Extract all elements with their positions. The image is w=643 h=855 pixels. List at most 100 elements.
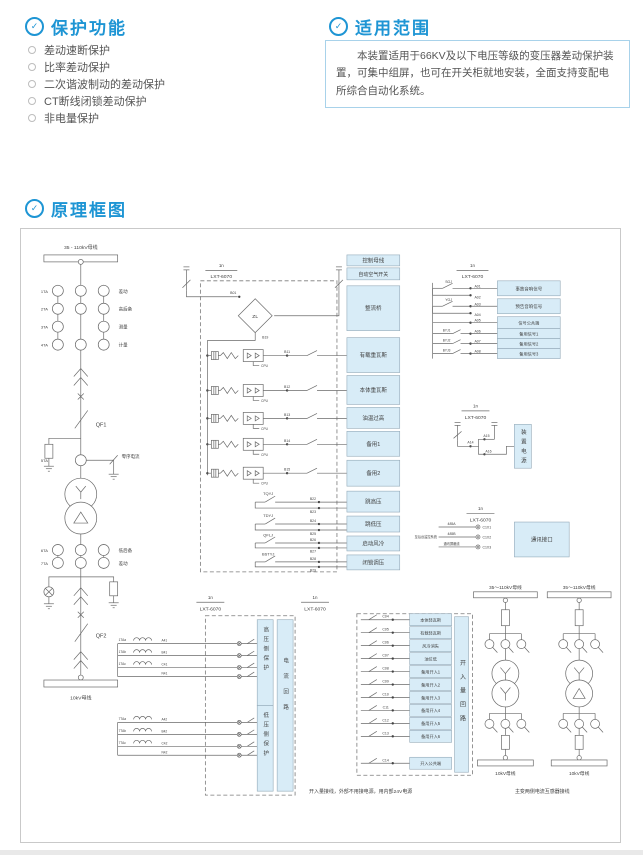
panel-label: 信号公共端 [518, 319, 539, 325]
drawout-arrows-icon [73, 651, 89, 669]
cpu-label: CPU [261, 364, 268, 368]
di-row: C14 开入公共端 [360, 756, 452, 770]
cpu-label: CPU [261, 453, 268, 457]
input-row: CPU B15 [206, 466, 347, 486]
panel-label: 备用信号1 [519, 330, 539, 336]
panel-label: 有载轻瓦斯 [420, 629, 441, 635]
signal-row: BYJ2 A07 [432, 339, 498, 345]
panel-label: 本体轻瓦斯 [420, 617, 441, 623]
panel-label: 备用开入6 [421, 733, 441, 739]
terminal-label: B28 [310, 557, 316, 561]
terminal-label: B01 [230, 291, 236, 295]
di-row: C11 备用开入4 [360, 704, 452, 717]
phase-label: 7TAa [119, 717, 127, 721]
terminal-label: B23 [310, 510, 316, 514]
power-tap-icon [491, 422, 498, 440]
relay-label: BYJ2 [443, 339, 451, 343]
ct-id: 2TA [41, 307, 48, 312]
panel-label: 备用信号3 [519, 350, 539, 356]
ct-use: 差动 [119, 560, 128, 567]
panel-label: 闭锁调压 [362, 558, 384, 566]
signal-row: BYJ3 A08 [432, 349, 498, 355]
bullet-ring-icon [28, 62, 36, 71]
relay-label: BSTYJ [262, 551, 274, 556]
cpu-label: CPU [261, 482, 268, 486]
list-item: CT断线闭锁差动保护 [28, 92, 165, 109]
terminal-label: A07 [474, 340, 480, 344]
input-row: CPU B13 [206, 412, 347, 431]
di-row: C05 有载轻瓦斯 [360, 626, 452, 639]
panel-label: 自动空气开关 [358, 271, 388, 278]
wire-label: A41 [162, 639, 168, 643]
wire-label: 485A [448, 522, 457, 526]
signal-row: YGJ A03 A04 [432, 298, 498, 317]
protection-item-label: 非电量保护 [44, 112, 99, 125]
panel-label: 跳高压 [365, 498, 382, 506]
ct-id: 4TA [41, 343, 48, 348]
terminal-label: A16 [485, 449, 491, 453]
panel-label: 油温过高 [362, 414, 384, 422]
terminal-label: A02 [474, 295, 480, 299]
caption-ct-wiring: 主变两侧电流互感器接线 [515, 788, 570, 795]
terminal-label: C1X2 [482, 535, 491, 539]
unit-model: LXT-6070 [304, 606, 326, 612]
ct-id: 6TA [41, 548, 48, 553]
ct-use: 高后备 [119, 306, 133, 313]
list-item: 差动速断保护 [28, 41, 165, 58]
bus-label: 35～110kV母线 [489, 584, 522, 591]
control-tap-icon [274, 266, 344, 317]
ct-wire-row: 7TAc C42 [117, 740, 258, 749]
terminal-label: C06 [382, 641, 388, 645]
terminal-label: B12 [284, 385, 290, 389]
terminal-label: B19 [262, 336, 268, 340]
terminal-label: A04 [474, 313, 480, 317]
protection-item-label: 差动速断保护 [44, 44, 110, 57]
terminal-label: B27 [310, 549, 316, 553]
input-row: CPU B11 [206, 349, 347, 368]
drawout-arrows-icon [73, 587, 89, 605]
terminal-label: C08 [382, 667, 388, 671]
panel-label: 事故音响信号 [515, 285, 542, 292]
page-bottom-edge [0, 850, 643, 855]
ct-row: 3TA 测量 [41, 320, 128, 333]
transformer-symbol [64, 477, 98, 535]
phase-label: 1TAb [119, 650, 127, 654]
signal-row: SGJ A01 A02 [432, 280, 498, 299]
terminal-label: B15 [284, 468, 290, 472]
breaker-label: QF2 [96, 634, 107, 640]
rectifier-bridge: ZL B01 B19 [207, 291, 273, 476]
terminal-label: C10 [382, 692, 388, 696]
di-row: C07 油位低 [360, 652, 452, 665]
bus-label: 10kV母线 [569, 770, 590, 777]
bridge-label: ZL [252, 314, 258, 320]
panel-label: 高压侧保护 [262, 626, 269, 675]
terminal-label: C11 [383, 705, 389, 709]
cpu-label: CPU [261, 427, 268, 431]
terminal-label: A14 [467, 440, 473, 444]
ct-row: 4TA 计量 [41, 338, 128, 351]
unit-tag: 1n [208, 595, 213, 600]
ct-wire-row: 7TAa A42 [117, 716, 258, 725]
ct-use: 计量 [119, 342, 128, 349]
bullet-ring-icon [28, 45, 36, 54]
relay-label: TQYJ [263, 491, 273, 496]
input-row: CPU B12 [206, 384, 347, 403]
comm-unit: 1n LXT-6070 至后台监控系统 485A C1X1 485B C1X2 … [415, 506, 570, 558]
ct-5ta: 5TA 零序电流 [41, 453, 140, 480]
panel-label: 电流回路 [282, 656, 289, 719]
terminal-label: C09 [382, 680, 388, 684]
diagram-frame: 35 - 110kV母线 1TA 差动 2TA 高后备 3TA 测量 4TA 计… [20, 228, 621, 843]
panel-label: 油位低 [424, 655, 437, 661]
terminal-label: A15 [483, 434, 489, 438]
terminal-label: A08 [474, 350, 480, 354]
breaker-label: QF1 [96, 422, 107, 428]
protection-item-label: 比率差动保护 [44, 61, 110, 74]
tx-diagram-2: 35～110kV母线 10kV母线 [546, 584, 612, 777]
principle-diagram: 35 - 110kV母线 1TA 差动 2TA 高后备 3TA 测量 4TA 计… [41, 244, 612, 796]
list-item: 非电量保护 [28, 109, 165, 126]
shield-check-icon: ✓ [329, 17, 348, 36]
panel-label: 备用信号2 [519, 340, 539, 346]
binary-input-unit: 1n LXT-6070 C04 本体轻瓦斯 C05 有载轻瓦斯 C06 风冷消失… [301, 595, 473, 776]
panel-label: 备用开入2 [421, 681, 441, 687]
protection-list: 差动速断保护 比率差动保护 二次谐波制动的差动保护 CT断线闭锁差动保护 非电量… [28, 41, 165, 126]
